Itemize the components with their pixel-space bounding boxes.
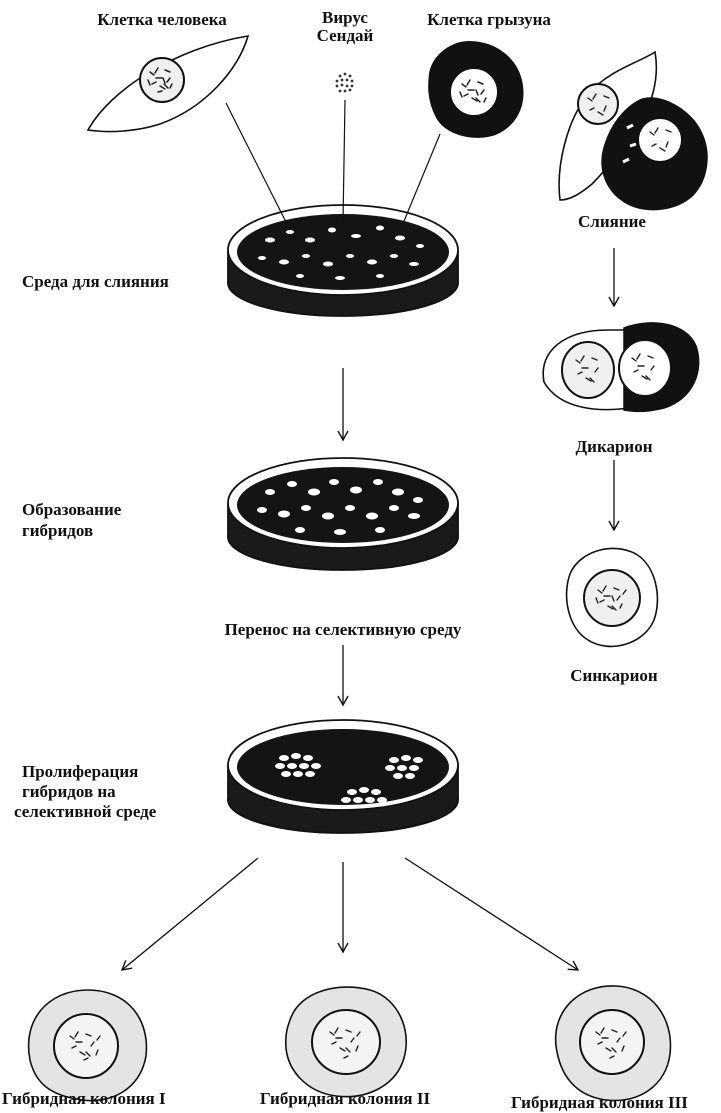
dish-proliferation <box>228 720 458 833</box>
label-colony-3: Гибридная колония III <box>511 1093 688 1113</box>
label-virus-line1: Вирус <box>300 8 390 28</box>
label-fusion-medium: Среда для слияния <box>22 272 169 292</box>
colony-cell-2 <box>286 987 406 1097</box>
label-hybrid-formation-line2: гибридов <box>22 521 93 541</box>
label-virus-line2: Сендай <box>300 26 390 46</box>
synkaryon <box>567 548 658 646</box>
label-rodent-cell: Клетка грызуна <box>404 10 574 30</box>
label-proliferation-line3: селективной среде <box>14 802 156 822</box>
label-proliferation-line2: гибридов на <box>22 782 116 802</box>
arrows <box>122 248 614 970</box>
label-hybrid-formation-line1: Образование <box>22 500 121 520</box>
colony-cell-1 <box>29 990 147 1101</box>
label-human-cell: Клетка человека <box>72 10 252 30</box>
fusing-cells <box>559 52 707 210</box>
label-synkaryon: Синкарион <box>548 666 680 686</box>
label-fusion: Слияние <box>552 212 672 232</box>
label-dikaryon: Дикарион <box>548 437 680 457</box>
label-colony-1: Гибридная колония I <box>2 1089 166 1109</box>
label-proliferation-line1: Пролиферация <box>22 762 138 782</box>
dikaryon <box>543 323 698 411</box>
sendai-virus <box>336 73 354 93</box>
arrow-to-colony-3 <box>405 858 578 970</box>
colony-cell-3 <box>556 986 671 1101</box>
human-cell <box>88 36 248 132</box>
arrow-to-colony-1 <box>122 858 258 970</box>
label-colony-2: Гибридная колония II <box>230 1089 460 1109</box>
rodent-cell <box>429 42 523 137</box>
dish-hybrid-formation <box>228 458 458 570</box>
label-transfer: Перенос на селективную среду <box>200 620 486 640</box>
